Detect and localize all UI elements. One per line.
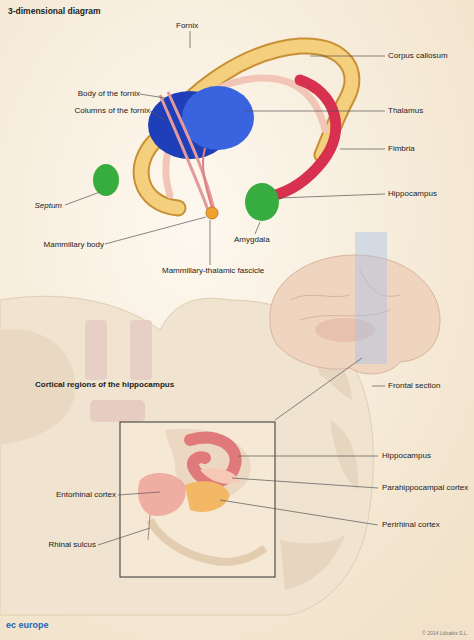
part-label: Hippocampus [388,189,437,199]
mammillothalamic-tract [203,148,212,208]
leader-line [150,111,165,120]
gyrus [330,420,358,490]
mammillary-body [206,207,218,219]
gyrus [280,535,345,590]
leader-line [278,194,385,198]
logo-text: ec europe [6,620,49,630]
leader-lines [65,31,385,545]
leader-line [65,192,100,205]
ventricle [85,320,107,380]
part-label: Frontal section [388,381,440,391]
sulcus [148,515,150,540]
part-label: Fornix [176,21,198,31]
detail-frame [120,422,275,577]
green-structure [93,164,119,196]
perirhinal-region [185,481,230,512]
ventricle [130,320,152,380]
leader-line [190,31,191,48]
green-structure [245,183,279,221]
brain-side-view [270,232,440,374]
part-label: Rhinal sulcus [48,540,96,550]
part-label: Mammillary body [44,240,104,250]
parahippocampal-region [200,468,240,484]
leader-line [105,217,206,244]
part-label: Cortical regions of the hippocampus [35,380,174,390]
leader-line [255,222,260,234]
leader-line [245,111,385,112]
part-label: Parahippocampal cortex [382,483,468,493]
frame [120,422,275,577]
leader-line [238,456,378,457]
part-label: Mammillary-thalamic fascicle [162,266,264,276]
part-label: Corpus callosum [388,51,448,61]
leader-line [210,220,211,265]
entorhinal-region [138,473,186,516]
part-label: Hippocampus [382,451,431,461]
leader-line [232,478,378,488]
leader-line [140,94,165,98]
part-label: Thalamus [388,106,423,116]
leader-line [98,528,150,545]
part-label: Septum [34,201,62,211]
part-label: Entorhinal cortex [56,490,116,500]
section-title: 3-dimensional diagram [8,6,101,16]
basal-region [90,400,145,422]
thalamus-right [182,86,254,150]
leader-line [220,500,378,525]
leader-line [118,492,160,495]
leader-line [340,149,385,150]
part-label: Perirhinal cortex [382,520,440,530]
limbic-structures [93,46,352,221]
part-label: Body of the fornix [78,89,140,99]
leader-line [310,56,385,57]
brain-outline [270,255,440,374]
fornix-columns [160,92,214,210]
section-plane [355,232,387,364]
fimbria [272,80,336,196]
leader-line [275,358,362,420]
part-label: Fimbria [388,144,415,154]
copyright: © 2014 Lidcakis S.L. [422,628,468,638]
part-label: Columns of the fornix [74,106,150,116]
leader-line [372,386,385,387]
part-label: Amygdala [234,235,270,245]
gyrus [150,520,265,562]
